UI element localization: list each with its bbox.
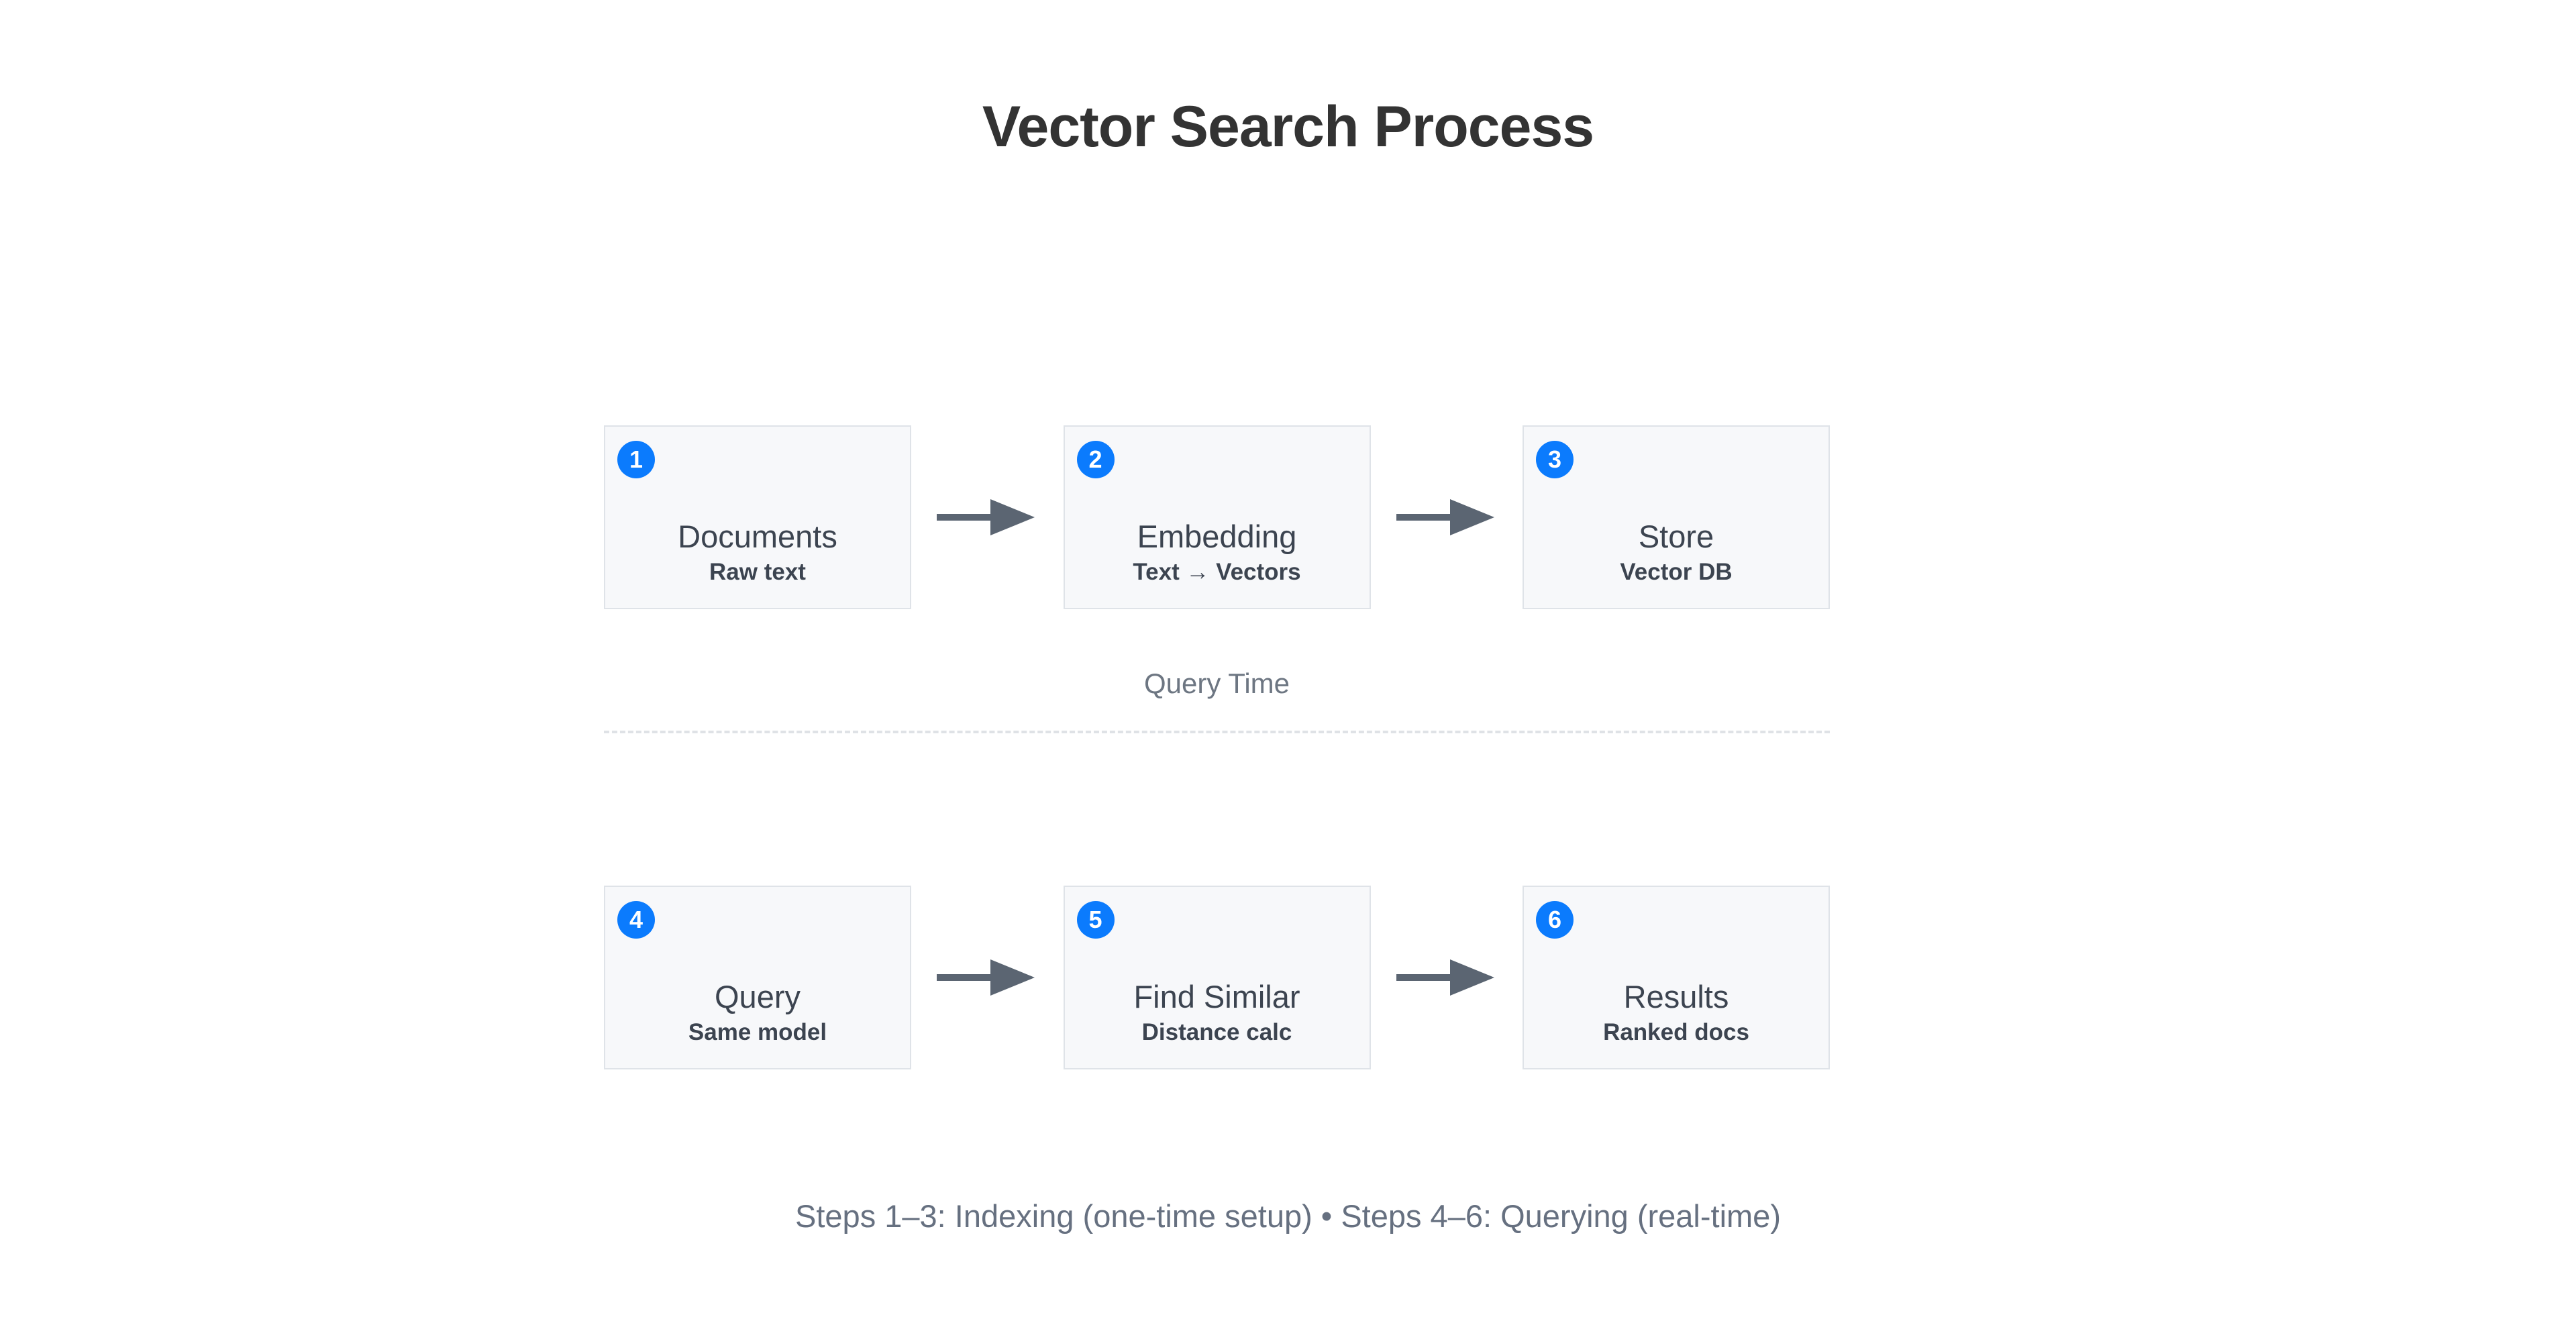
step-box-4[interactable]: 4 Query Same model [604,886,911,1069]
step-title-6: Results [1623,978,1729,1014]
section-divider [604,731,1830,733]
footer-caption: Steps 1–3: Indexing (one-time setup) • S… [795,1198,1781,1234]
step-box-2[interactable]: 2 Embedding Text → Vectors [1063,425,1371,609]
step-title-4: Query [715,978,801,1014]
step-badge-3: 3 [1536,441,1574,478]
step-title-2: Embedding [1137,518,1297,554]
step-box-3[interactable]: 3 Store Vector DB [1523,425,1830,609]
step-box-5[interactable]: 5 Find Similar Distance calc [1063,886,1371,1069]
page-title: Vector Search Process [982,95,1594,159]
step-badge-4: 4 [617,901,655,939]
step-title-3: Store [1638,518,1714,554]
step-title-5: Find Similar [1133,978,1300,1014]
query-time-label: Query Time [1143,668,1290,699]
arrow-right-icon [1396,499,1494,535]
step-badge-6: 6 [1536,901,1574,939]
step-badge-2: 2 [1076,441,1115,478]
step-subtitle-5: Distance calc [1141,1019,1292,1046]
step-subtitle-1: Raw text [709,559,806,586]
step-subtitle-2: Text → Vectors [1133,559,1301,586]
step-subtitle-4: Same model [688,1019,827,1046]
arrow-right-icon [937,959,1035,996]
arrow-right-icon [1396,959,1494,996]
step-badge-1: 1 [617,441,655,478]
step-subtitle-3: Vector DB [1620,559,1733,586]
step-title-1: Documents [678,518,837,554]
flow-row-querying: 4 Query Same model 5 Find Similar Distan… [604,886,1830,1069]
step-badge-5: 5 [1076,901,1115,939]
step-box-6[interactable]: 6 Results Ranked docs [1523,886,1830,1069]
step-subtitle-6: Ranked docs [1603,1019,1749,1046]
arrow-right-icon [937,499,1035,535]
flow-row-indexing: 1 Documents Raw text 2 Embedding Text → … [604,425,1830,609]
step-box-1[interactable]: 1 Documents Raw text [604,425,911,609]
